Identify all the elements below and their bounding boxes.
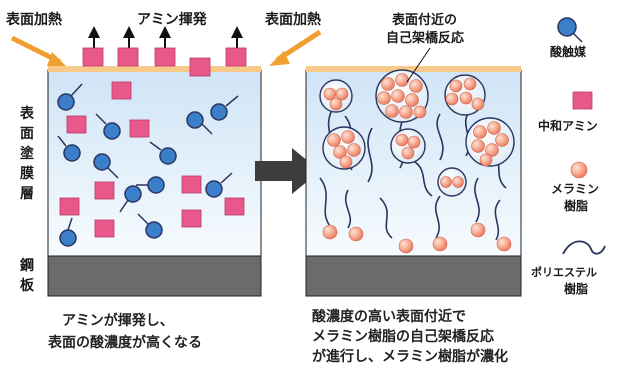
label-coating-layer: 表 面 塗 膜 層	[19, 105, 35, 202]
legend: 酸触媒 中和アミン メラミン 樹脂 ポリエステル 樹脂	[531, 17, 606, 296]
heat-arrow-left	[10, 35, 66, 66]
acid-catalyst	[147, 176, 165, 194]
acid-catalyst	[186, 111, 204, 129]
amine-square	[111, 81, 132, 100]
surface-film-right	[306, 66, 521, 72]
steel-plate-left	[47, 255, 262, 297]
amine-square	[66, 115, 87, 134]
amine-square-icon	[572, 91, 593, 110]
right-panel	[269, 29, 522, 297]
acid-catalyst	[93, 153, 111, 171]
svg-text:ポリエステル: ポリエステル	[531, 265, 597, 279]
svg-text:樹脂: 樹脂	[564, 281, 588, 296]
caption-right-line1: 酸濃度の高い表面付近で	[312, 308, 466, 325]
melamine-cluster	[319, 79, 353, 113]
svg-text:中和アミン: 中和アミン	[538, 118, 598, 133]
amine-square	[94, 219, 115, 238]
label-surface-heating-right: 表面加熱	[264, 11, 321, 28]
svg-text:面: 面	[20, 126, 34, 142]
label-crosslink-line1: 表面付近の	[391, 12, 457, 28]
bulk-amine-group	[59, 81, 245, 238]
svg-text:メラミン: メラミン	[551, 182, 599, 196]
legend-acid-catalyst: 酸触媒	[550, 17, 587, 59]
left-panel	[10, 26, 262, 297]
free-melamine	[432, 236, 448, 252]
surface-film-left	[48, 66, 261, 72]
crosslink-leader	[406, 47, 431, 83]
free-melamine	[470, 222, 486, 238]
svg-text:膜: 膜	[20, 165, 34, 182]
amine-square	[181, 175, 202, 194]
label-surface-heating-left: 表面加熱	[5, 11, 62, 28]
amine-square	[82, 47, 104, 67]
svg-text:鋼: 鋼	[19, 257, 34, 274]
legend-melamine-resin: メラミン 樹脂	[551, 161, 599, 213]
svg-text:酸触媒: 酸触媒	[550, 44, 587, 59]
volatilization-arrows	[88, 26, 243, 50]
acid-catalyst	[63, 144, 81, 162]
acid-catalyst	[145, 221, 163, 239]
melamine-particles	[322, 73, 512, 254]
free-melamine	[322, 224, 338, 240]
free-melamine	[348, 226, 364, 242]
amine-square	[181, 209, 202, 228]
acid-catalyst-group	[57, 83, 239, 247]
amine-square	[117, 47, 139, 67]
steel-plate-right	[305, 255, 522, 297]
heat-arrow-right	[269, 29, 322, 66]
label-amine-volatilization: アミン揮発	[137, 11, 208, 28]
label-steel-plate: 鋼 板	[19, 257, 35, 294]
amine-square	[225, 47, 247, 67]
svg-text:表: 表	[19, 105, 35, 122]
acid-catalyst	[124, 185, 142, 203]
amine-square	[154, 47, 176, 67]
acid-catalyst-icon	[557, 17, 577, 37]
acid-catalyst	[59, 229, 77, 247]
caption-left-line2: 表面の酸濃度が高くなる	[47, 334, 202, 351]
amine-square	[94, 181, 115, 200]
escaping-amine-group	[82, 47, 247, 77]
polyester-chain-icon	[562, 240, 606, 255]
svg-text:層: 層	[20, 186, 34, 202]
amine-square	[224, 197, 245, 216]
free-melamine	[398, 238, 414, 254]
acid-catalyst	[159, 147, 177, 165]
amine-square	[129, 119, 150, 138]
label-crosslink-line2: 自己架橋反応	[386, 30, 464, 46]
acid-catalyst	[205, 180, 223, 198]
svg-text:樹脂: 樹脂	[564, 198, 588, 213]
caption-right-line3: が進行し、メラミン樹脂が濃化	[312, 348, 508, 365]
melamine-particle-icon	[570, 161, 588, 179]
acid-catalyst	[210, 103, 228, 121]
svg-text:板: 板	[20, 277, 35, 294]
acid-catalyst	[57, 93, 75, 111]
melamine-cluster	[437, 167, 467, 197]
svg-text:塗: 塗	[20, 145, 35, 162]
amine-square	[59, 197, 80, 216]
acid-catalyst	[103, 122, 121, 140]
amine-square	[189, 57, 211, 77]
legend-polyester-resin: ポリエステル 樹脂	[531, 240, 606, 296]
caption-left-line1: アミンが揮発し、	[62, 312, 174, 329]
caption-right-line2: メラミン樹脂の自己架橋反応	[312, 328, 494, 345]
free-melamine	[496, 236, 512, 252]
legend-neutralizing-amine: 中和アミン	[538, 91, 598, 133]
